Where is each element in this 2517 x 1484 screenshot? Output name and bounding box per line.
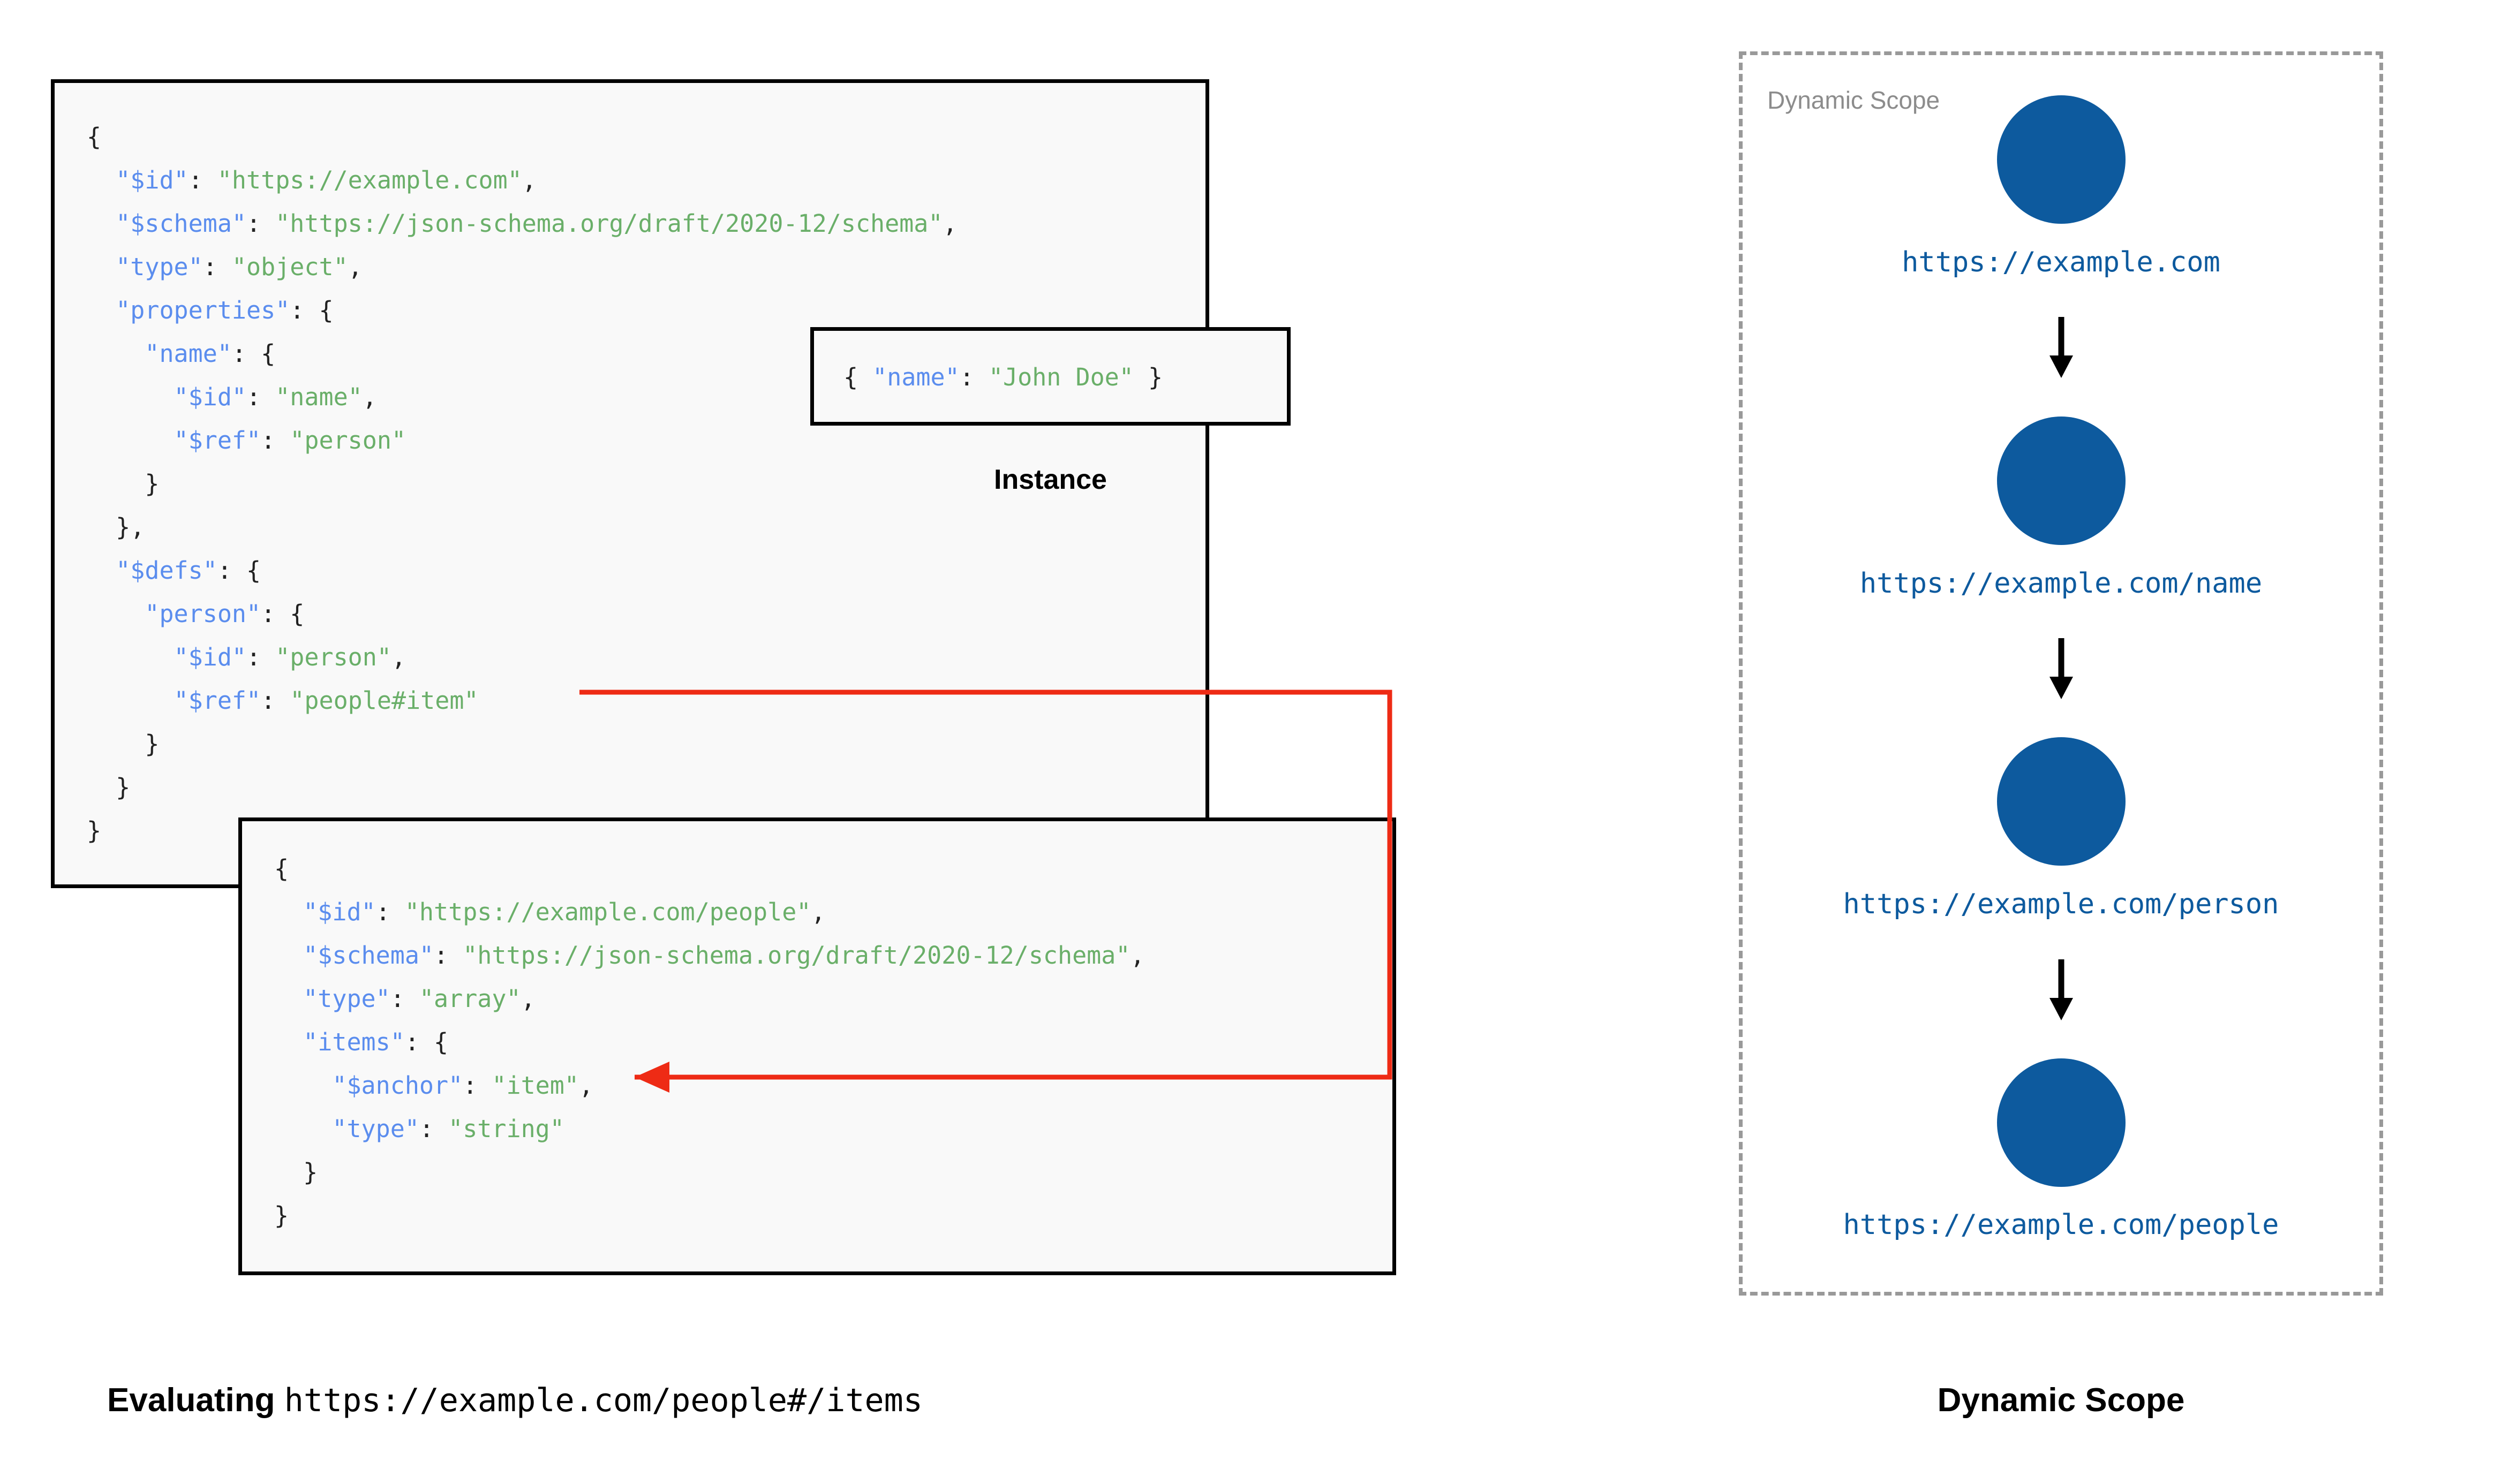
scope-node-label: https://example.com/person xyxy=(1843,888,2279,920)
left-caption: Evaluating https://example.com/people#/i… xyxy=(107,1381,923,1419)
scope-node-label: https://example.com/people xyxy=(1843,1209,2279,1241)
code-line: "$defs": { xyxy=(116,556,261,585)
instance-label: Instance xyxy=(994,464,1107,495)
scope-flow-arrow-icon xyxy=(2049,317,2073,378)
scope-node-circle xyxy=(1996,95,2126,224)
code-line: "name": { xyxy=(145,339,276,368)
code-line: "$anchor": "item", xyxy=(332,1071,594,1100)
code-line: "$id": "person", xyxy=(174,643,406,671)
code-line: "$schema": "https://json-schema.org/draf… xyxy=(303,941,1145,970)
code-line: "person": { xyxy=(145,600,305,628)
scope-node-label: https://example.com/name xyxy=(1859,567,2263,600)
code-line: "properties": { xyxy=(116,296,334,324)
code-line: "type": "array", xyxy=(303,985,536,1013)
code-line: "items": { xyxy=(303,1028,449,1056)
left-caption-uri: https://example.com/people#/items xyxy=(284,1382,923,1419)
code-line: { xyxy=(274,854,289,883)
code-line: } xyxy=(87,816,102,845)
dynamic-scope-title: Dynamic Scope xyxy=(1767,86,1940,114)
code-line: "$schema": "https://json-schema.org/draf… xyxy=(116,209,958,238)
instance-code: { "name": "John Doe" } xyxy=(843,355,1163,399)
code-line: } xyxy=(274,1158,318,1186)
code-line: "$id": "name", xyxy=(174,383,377,411)
right-caption: Dynamic Scope xyxy=(1937,1382,2185,1419)
code-line: { xyxy=(87,123,102,151)
code-line: { "name": "John Doe" } xyxy=(843,363,1163,391)
code-line: "type": "object", xyxy=(116,253,363,281)
scope-flow-arrow-icon xyxy=(2049,959,2073,1020)
instance-box: { "name": "John Doe" } xyxy=(810,327,1291,426)
scope-node-circle xyxy=(1996,417,2126,545)
scope-node-circle xyxy=(1996,737,2126,866)
scope-flow-arrow-icon xyxy=(2049,638,2073,699)
code-line: } xyxy=(87,730,160,758)
code-line: }, xyxy=(87,513,145,541)
code-line: "$id": "https://example.com", xyxy=(116,166,537,194)
dynamic-scope-panel xyxy=(1739,51,2383,1296)
scope-node-circle xyxy=(1996,1058,2126,1187)
code-line: } xyxy=(274,1201,289,1230)
people-schema-code: { "$id": "https://example.com/people", "… xyxy=(274,847,1145,1237)
code-line: "$ref": "people#item" xyxy=(174,686,479,715)
code-line: "$id": "https://example.com/people", xyxy=(303,898,826,926)
code-line: } xyxy=(87,470,160,498)
root-schema-code: { "$id": "https://example.com", "$schema… xyxy=(87,115,958,852)
scope-node-label: https://example.com xyxy=(1902,246,2220,278)
code-line: "$ref": "person" xyxy=(174,426,406,455)
left-caption-bold: Evaluating xyxy=(107,1382,275,1419)
code-line: } xyxy=(87,773,131,801)
people-schema-box: { "$id": "https://example.com/people", "… xyxy=(238,817,1396,1275)
code-line: "type": "string" xyxy=(332,1115,564,1143)
